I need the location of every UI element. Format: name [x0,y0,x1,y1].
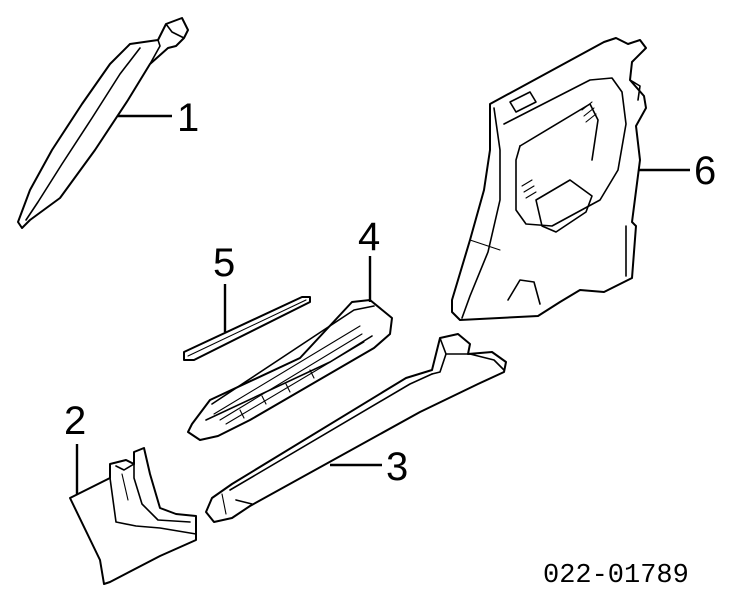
part-2-kick-panel[interactable] [69,447,197,585]
part-1-pillar-trim[interactable] [17,17,189,229]
callout-5: 5 [213,241,235,285]
part-3-sill-trim[interactable] [205,333,507,523]
callout-6: 6 [694,149,716,193]
callout-3: 3 [386,445,408,489]
callout-2: 2 [64,399,86,443]
part-5-molding-strip[interactable] [183,296,311,361]
diagram-code: 022-01789 [543,561,689,591]
part-4-scuff-plate[interactable] [187,299,393,441]
callout-1: 1 [177,96,199,140]
callout-4: 4 [358,215,380,259]
part-6-quarter-panel[interactable] [451,37,647,321]
